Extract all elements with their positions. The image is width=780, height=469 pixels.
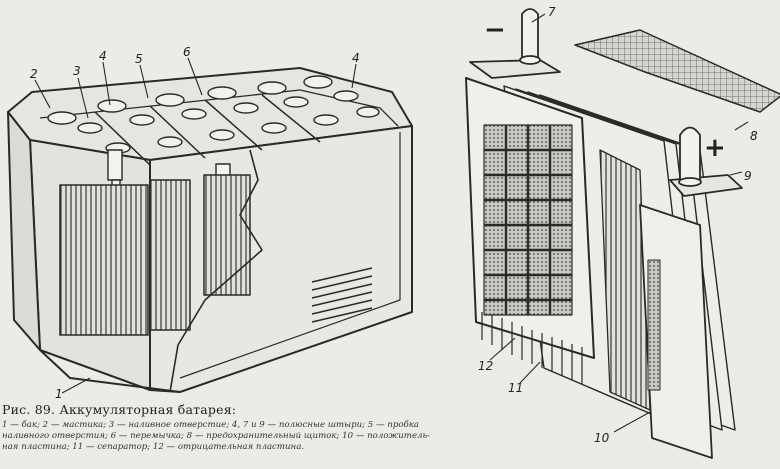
callout-2: 2 <box>30 67 38 81</box>
battery-case-drawing <box>7 67 413 393</box>
callout-4a: 4 <box>99 49 107 63</box>
callout-12: 12 <box>478 359 493 373</box>
legend-line: наливного отверстия; 6 — перемычка; 8 — … <box>2 431 431 441</box>
callout-6: 6 <box>183 45 191 59</box>
legend-line: 1 — бак; 2 — мастика; 3 — наливное отвер… <box>2 420 420 430</box>
legend-line: ная пластина; 11 — сепаратор; 12 — отриц… <box>2 442 305 452</box>
right-callouts: 7 8 9 10 11 12 − + <box>478 5 758 445</box>
caption-legend: 1 — бак; 2 — мастика; 3 — наливное отвер… <box>2 420 482 453</box>
callout-4b: 4 <box>352 51 360 65</box>
callout-5: 5 <box>135 52 143 66</box>
callout-10: 10 <box>594 431 610 445</box>
minus-sign: − <box>484 15 506 45</box>
callout-9: 9 <box>744 169 752 183</box>
plate-assembly-drawing <box>465 8 780 459</box>
plus-sign: + <box>704 133 726 163</box>
caption-title: Рис. 89. Аккумуляторная батарея: <box>2 402 237 417</box>
callout-11: 11 <box>508 381 523 395</box>
callout-8: 8 <box>750 129 758 143</box>
left-callouts: 1 2 3 4 5 6 4 <box>30 45 360 401</box>
callout-7: 7 <box>548 5 556 19</box>
leader-lines <box>34 13 749 433</box>
callout-3: 3 <box>73 64 81 78</box>
callout-1: 1 <box>55 387 63 401</box>
figure-caption: Рис. 89. Аккумуляторная батарея: 1 — бак… <box>2 402 482 453</box>
